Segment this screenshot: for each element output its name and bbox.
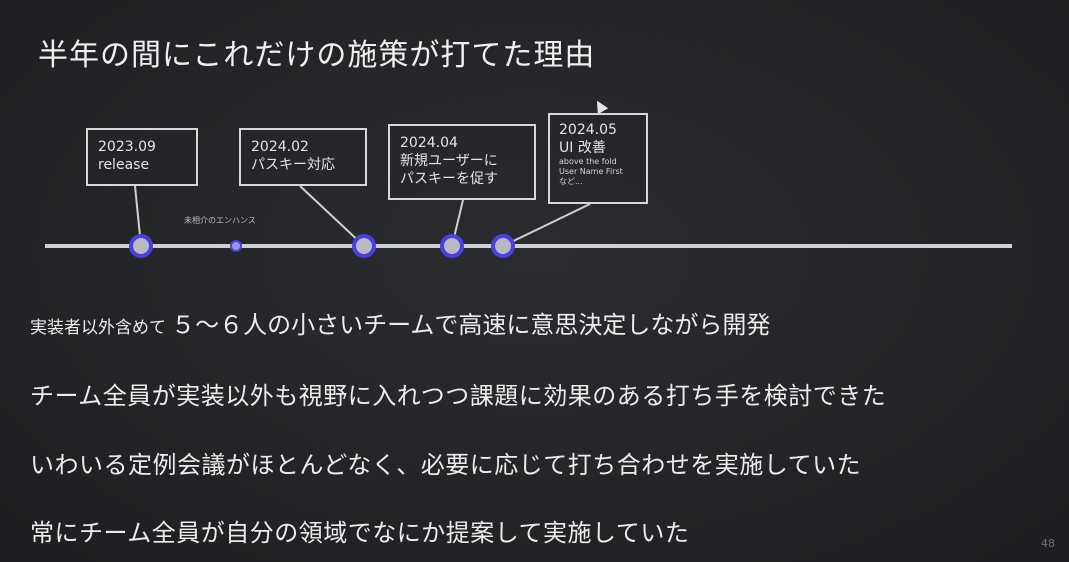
- event-detail: User Name First: [559, 167, 623, 176]
- event-date: 2024.04: [400, 135, 458, 151]
- timeline-dot-2: [352, 234, 376, 258]
- slide-title: 半年の間にこれだけの施策が打てた理由: [38, 38, 596, 73]
- body-line-2: チーム全員が実装以外も視野に入れつつ課題に効果のある打ち手を検討できた: [30, 382, 887, 410]
- timeline-dot-1: [129, 234, 153, 258]
- event-box-2: 2024.02 パスキー対応: [239, 128, 367, 186]
- event-label: UI 改善: [559, 140, 606, 156]
- event-box-4: 2024.05 UI 改善 above the fold User Name F…: [548, 113, 648, 204]
- timeline-dot-small: [230, 240, 242, 252]
- timeline-annotation: 未相介のエンハンス: [184, 216, 256, 225]
- event-label: release: [98, 157, 150, 173]
- connector-2: [299, 185, 365, 247]
- timeline-dot-4: [491, 234, 515, 258]
- event-detail: など...: [559, 177, 583, 186]
- event-box-3: 2024.04 新規ユーザーに パスキーを促す: [388, 124, 536, 200]
- event-box-1: 2023.09 release: [86, 128, 198, 186]
- timeline-dot-3: [440, 234, 464, 258]
- event-detail: above the fold: [559, 157, 617, 166]
- event-date: 2023.09: [98, 139, 156, 155]
- body-line-3: いわいる定例会議がほとんどなく、必要に応じて打ち合わせを実施していた: [30, 451, 862, 479]
- body-line-1-main: ５～６人の小さいチームで高速に意思決定しながら開発: [171, 311, 771, 339]
- connector-4: [502, 203, 591, 247]
- event-label-2: パスキーを促す: [400, 171, 498, 187]
- event-date: 2024.05: [559, 122, 617, 138]
- body-line-1-prefix: 実装者以外含めて: [30, 318, 166, 338]
- event-date: 2024.02: [251, 139, 309, 155]
- page-number: 48: [1041, 537, 1055, 550]
- event-label: 新規ユーザーに: [400, 153, 498, 169]
- body-line-1: 実装者以外含めて ５～６人の小さいチームで高速に意思決定しながら開発: [30, 305, 770, 340]
- body-line-4: 常にチーム全員が自分の領域でなにか提案して実施していた: [30, 519, 690, 547]
- event-label: パスキー対応: [251, 157, 335, 173]
